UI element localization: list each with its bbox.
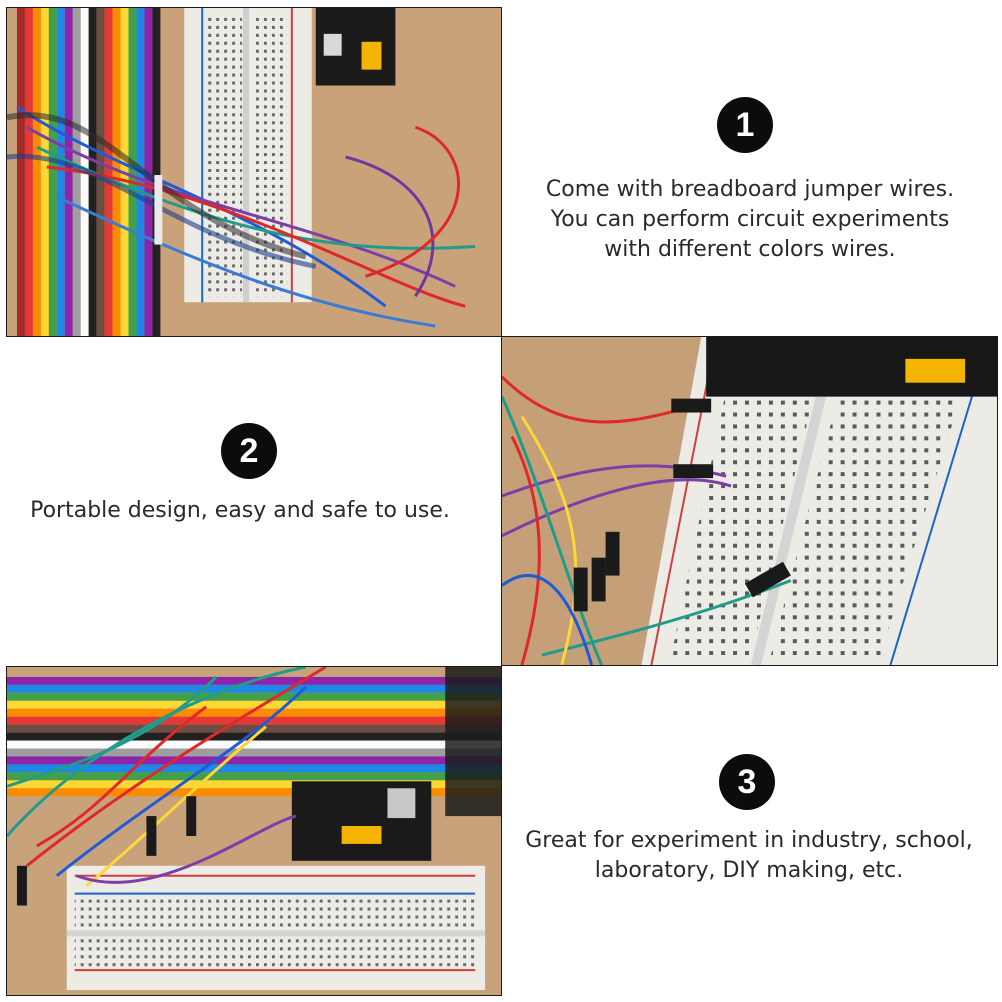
feature-number-badge-3: 3 xyxy=(719,754,775,810)
feature-number-badge-1: 1 xyxy=(717,97,773,153)
product-photo-3 xyxy=(6,666,502,996)
feature-caption-3: Great for experiment in industry, school… xyxy=(510,826,988,886)
caption-line: You can perform circuit experiments xyxy=(550,207,950,232)
feature-caption-1: Come with breadboard jumper wires. You c… xyxy=(520,175,980,265)
caption-line: Portable design, easy and safe to use. xyxy=(30,498,450,523)
feature-number-badge-2: 2 xyxy=(221,423,277,479)
caption-line: Great for experiment in industry, school… xyxy=(525,828,973,853)
caption-line: laboratory, DIY making, etc. xyxy=(594,858,904,883)
feature-caption-2: Portable design, easy and safe to use. xyxy=(10,496,470,526)
product-photo-1 xyxy=(6,7,502,337)
caption-line: Come with breadboard jumper wires. xyxy=(545,177,955,202)
product-photo-2 xyxy=(501,336,998,666)
caption-line: with different colors wires. xyxy=(604,237,896,262)
